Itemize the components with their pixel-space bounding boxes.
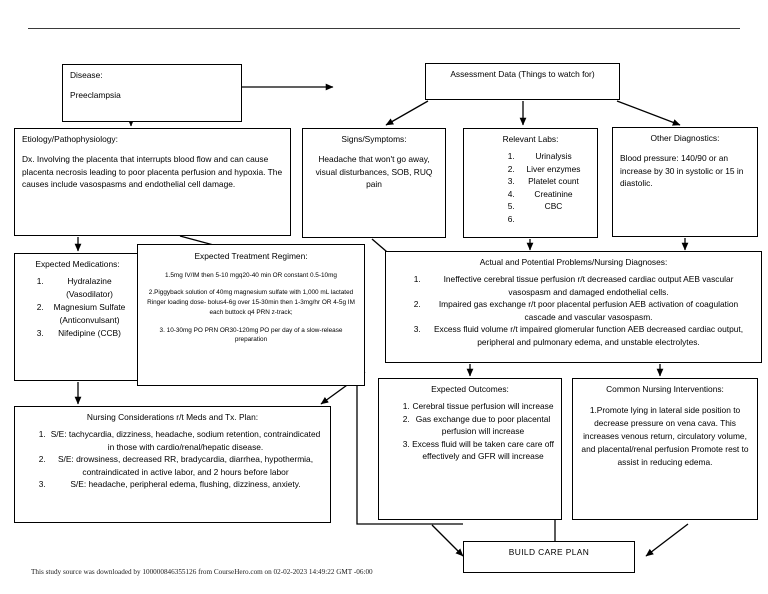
nursing-considerations-title: Nursing Considerations r/t Meds and Tx. … bbox=[86, 412, 259, 422]
signs-symptoms-title: Signs/Symptoms: bbox=[341, 134, 407, 144]
list-item: Excess fluid volume r/t impaired glomeru… bbox=[423, 323, 754, 348]
box-relevant-labs: Relevant Labs: Urinalysis Liver enzymes … bbox=[463, 128, 598, 238]
etiology-body: Dx. Involving the placenta that interrup… bbox=[22, 153, 283, 190]
list-item: Nifedipine (CCB) bbox=[46, 327, 133, 340]
list-item: S/E: drowsiness, decreased RR, bradycard… bbox=[48, 453, 323, 478]
assessment-data-title: Assessment Data (Things to watch for) bbox=[450, 69, 595, 79]
build-care-plan-title: BUILD CARE PLAN bbox=[508, 547, 590, 557]
list-item: Hydralazine (Vasodilator) bbox=[46, 275, 133, 301]
header-divider-rule bbox=[28, 28, 740, 29]
treatment-regimen-line-3: 3. 10-30mg PO PRN OR30-120mg PO per day … bbox=[159, 326, 343, 344]
arrow-assessment-to-signs bbox=[385, 100, 429, 126]
relevant-labs-title: Relevant Labs: bbox=[502, 134, 559, 144]
list-item: Cerebral tissue perfusion will increase bbox=[412, 400, 554, 413]
list-item bbox=[517, 213, 590, 226]
etiology-title: Etiology/Pathophysiology: bbox=[22, 134, 118, 144]
arrow-assessment-to-other-diagnostics bbox=[616, 100, 681, 126]
list-item: Impaired gas exchange r/t poor placental… bbox=[423, 298, 754, 323]
list-item: Creatinine bbox=[517, 188, 590, 201]
list-item: Gas exchange due to poor placental perfu… bbox=[412, 413, 554, 438]
box-expected-treatment-regimen: Expected Treatment Regimen: 1.5mg IV/IM … bbox=[137, 244, 365, 386]
list-item: Liver enzymes bbox=[517, 163, 590, 176]
box-disease: Disease: Preeclampsia bbox=[62, 64, 242, 122]
box-nursing-interventions: Common Nursing Interventions: 1.Promote … bbox=[572, 378, 758, 520]
list-item: Platelet count bbox=[517, 175, 590, 188]
arrow-interventions-to-build-care-plan bbox=[645, 523, 689, 557]
box-assessment-data: Assessment Data (Things to watch for) bbox=[425, 63, 620, 100]
list-item: S/E: tachycardia, dizziness, headache, s… bbox=[48, 428, 323, 453]
list-item: Excess fluid will be taken care care off… bbox=[412, 438, 554, 463]
box-build-care-plan: BUILD CARE PLAN bbox=[463, 541, 635, 573]
treatment-regimen-title: Expected Treatment Regimen: bbox=[194, 251, 308, 261]
list-item: Ineffective cerebral tissue perfusion r/… bbox=[423, 273, 754, 298]
box-etiology-pathophysiology: Etiology/Pathophysiology: Dx. Involving … bbox=[14, 128, 291, 236]
other-diagnostics-title: Other Diagnostics: bbox=[650, 133, 720, 143]
expected-medications-title: Expected Medications: bbox=[35, 259, 120, 269]
nursing-interventions-body: 1.Promote lying in lateral side position… bbox=[581, 404, 749, 467]
box-other-diagnostics: Other Diagnostics: Blood pressure: 140/9… bbox=[612, 127, 758, 237]
nursing-interventions-title: Common Nursing Interventions: bbox=[606, 384, 724, 394]
expected-outcomes-title: Expected Outcomes: bbox=[431, 384, 509, 394]
signs-symptoms-body: Headache that won't go away, visual dist… bbox=[315, 153, 433, 190]
download-source-footer: This study source was downloaded by 1000… bbox=[31, 568, 373, 576]
disease-label: Disease: bbox=[70, 70, 103, 80]
box-nursing-considerations: Nursing Considerations r/t Meds and Tx. … bbox=[14, 406, 331, 523]
box-expected-medications: Expected Medications: Hydralazine (Vasod… bbox=[14, 253, 141, 381]
other-diagnostics-body: Blood pressure: 140/90 or an increase by… bbox=[620, 152, 744, 189]
treatment-regimen-line-2: 2.Piggyback solution of 40mg magnesium s… bbox=[147, 289, 355, 316]
list-item: CBC bbox=[517, 200, 590, 213]
disease-value: Preeclampsia bbox=[70, 89, 121, 100]
nursing-diagnoses-title: Actual and Potential Problems/Nursing Di… bbox=[479, 257, 668, 267]
list-item: S/E: headache, peripheral edema, flushin… bbox=[48, 478, 323, 491]
box-nursing-diagnoses: Actual and Potential Problems/Nursing Di… bbox=[385, 251, 762, 363]
treatment-regimen-line-1: 1.5mg IV/IM then 5-10 mgq20-40 min OR co… bbox=[165, 271, 337, 279]
arrow-outcomes-to-build-care-plan bbox=[431, 524, 464, 557]
box-expected-outcomes: Expected Outcomes: Cerebral tissue perfu… bbox=[378, 378, 562, 520]
list-item: Urinalysis bbox=[517, 150, 590, 163]
box-signs-symptoms: Signs/Symptoms: Headache that won't go a… bbox=[302, 128, 446, 238]
list-item: Magnesium Sulfate (Anticonvulsant) bbox=[46, 301, 133, 327]
